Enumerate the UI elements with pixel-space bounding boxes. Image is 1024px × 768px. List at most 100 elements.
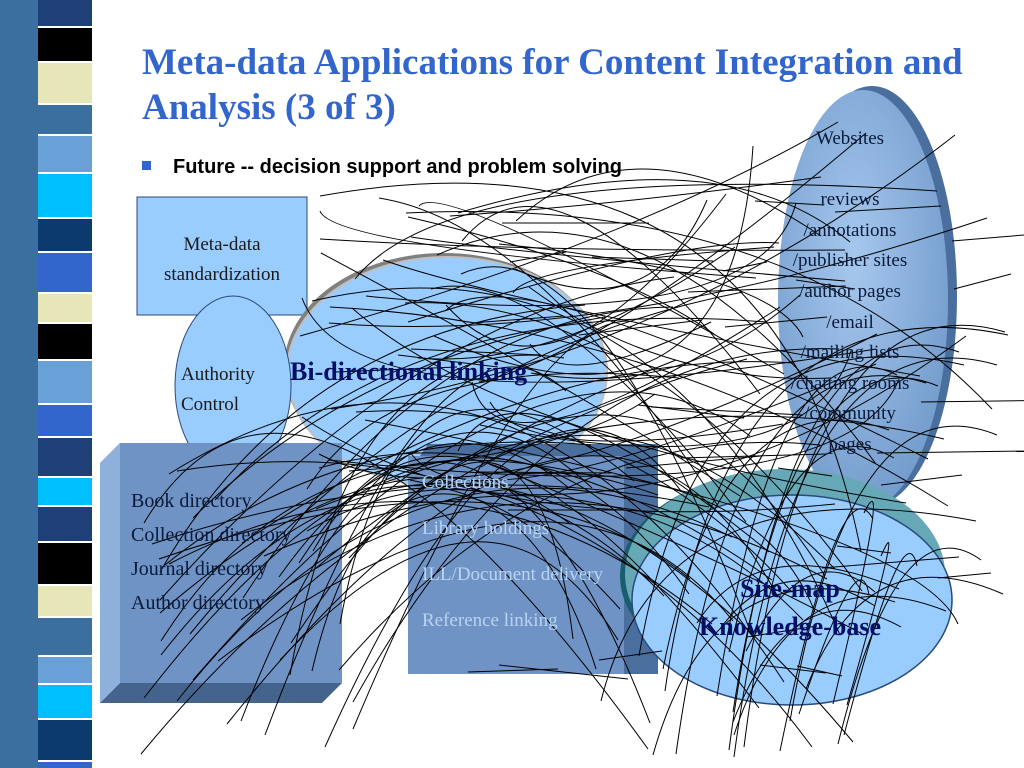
link-line bbox=[339, 408, 635, 625]
link-line bbox=[843, 553, 918, 736]
strip-block bbox=[38, 63, 92, 103]
link-line bbox=[143, 432, 649, 750]
link-line bbox=[306, 488, 665, 597]
link-line bbox=[528, 286, 832, 379]
websites-list: Websites reviews /annotations /publisher… bbox=[760, 124, 940, 461]
list-item: Library holdings bbox=[422, 518, 550, 539]
link-line bbox=[382, 259, 921, 377]
link-line bbox=[777, 467, 833, 477]
decorative-side-strip bbox=[0, 0, 115, 768]
strip-block bbox=[38, 174, 92, 217]
link-line bbox=[159, 304, 586, 573]
link-line bbox=[578, 319, 703, 336]
list-item: Collection directory bbox=[131, 524, 292, 546]
link-line bbox=[352, 320, 630, 730]
directory-box-bottom bbox=[100, 683, 342, 703]
list-item bbox=[760, 155, 940, 186]
bullet-square-icon bbox=[142, 161, 151, 171]
list-item: pages bbox=[828, 433, 872, 455]
link-line bbox=[192, 316, 606, 519]
link-line bbox=[417, 246, 736, 360]
list-item: /publisher sites bbox=[792, 250, 908, 272]
link-line bbox=[365, 202, 797, 307]
list-item: /chatting rooms bbox=[790, 372, 910, 394]
link-line bbox=[509, 251, 567, 263]
link-line bbox=[759, 664, 827, 674]
link-line bbox=[953, 273, 1012, 290]
link-line bbox=[880, 474, 963, 486]
directory-list: Book directory Collection directory Jour… bbox=[131, 484, 292, 620]
link-line bbox=[320, 252, 741, 497]
link-line bbox=[512, 472, 816, 613]
authority-line-1: Authority bbox=[181, 364, 255, 385]
link-line bbox=[515, 168, 822, 237]
link-line bbox=[324, 428, 682, 748]
link-line bbox=[355, 410, 793, 593]
link-line bbox=[733, 357, 998, 758]
link-line bbox=[312, 455, 760, 709]
strip-block bbox=[38, 720, 92, 760]
strip-block bbox=[38, 507, 92, 541]
link-line bbox=[319, 210, 757, 279]
link-line bbox=[242, 306, 674, 599]
meta-data-line-1: Meta-data bbox=[183, 234, 261, 255]
link-line bbox=[746, 625, 818, 638]
strip-block bbox=[38, 0, 92, 26]
link-line bbox=[410, 236, 846, 282]
link-line bbox=[789, 425, 998, 722]
bullet-text: Future -- decision support and problem s… bbox=[173, 156, 622, 178]
link-line bbox=[290, 461, 574, 644]
strip-block bbox=[38, 543, 92, 584]
link-line bbox=[151, 484, 710, 545]
link-line bbox=[834, 205, 942, 213]
link-line bbox=[719, 580, 876, 630]
meta-data-label: Meta-data standardization bbox=[138, 230, 306, 290]
strip-block bbox=[38, 105, 92, 134]
list-item: /community bbox=[804, 403, 896, 425]
link-line bbox=[430, 285, 747, 523]
link-line bbox=[722, 261, 768, 272]
link-line bbox=[795, 279, 856, 290]
link-line bbox=[591, 256, 714, 262]
link-line bbox=[306, 372, 680, 490]
link-line bbox=[289, 354, 565, 676]
link-line bbox=[732, 609, 902, 723]
link-line bbox=[514, 199, 708, 290]
link-line bbox=[241, 361, 795, 544]
link-line bbox=[512, 246, 775, 294]
link-line bbox=[498, 664, 629, 680]
link-line bbox=[405, 210, 993, 410]
directory-box-side bbox=[100, 443, 120, 703]
link-line bbox=[716, 366, 898, 697]
link-line bbox=[301, 416, 836, 513]
link-line bbox=[299, 121, 839, 337]
link-line bbox=[920, 400, 1024, 403]
link-line bbox=[160, 459, 659, 642]
link-line bbox=[876, 450, 1024, 454]
link-line bbox=[319, 182, 862, 553]
link-line bbox=[315, 485, 597, 670]
link-line bbox=[352, 348, 840, 703]
link-line bbox=[796, 665, 843, 677]
link-line bbox=[664, 326, 1009, 692]
link-line bbox=[314, 359, 677, 570]
link-line bbox=[410, 348, 542, 356]
list-item: Collections bbox=[422, 472, 509, 493]
link-line bbox=[457, 179, 851, 243]
link-line bbox=[662, 419, 890, 670]
strip-block bbox=[38, 219, 92, 251]
link-line bbox=[226, 455, 779, 725]
link-line bbox=[475, 471, 612, 474]
authority-line-2: Control bbox=[181, 394, 240, 415]
link-line bbox=[471, 306, 781, 424]
site-map-label: Site-map Knowledge-base bbox=[660, 570, 920, 646]
strip-block bbox=[38, 657, 92, 683]
meta-data-box bbox=[136, 196, 308, 316]
link-line bbox=[779, 508, 874, 752]
strip-block bbox=[38, 478, 92, 505]
strip-block bbox=[38, 685, 92, 718]
link-line bbox=[696, 565, 900, 624]
link-line bbox=[457, 412, 770, 553]
strip-block bbox=[38, 762, 92, 768]
